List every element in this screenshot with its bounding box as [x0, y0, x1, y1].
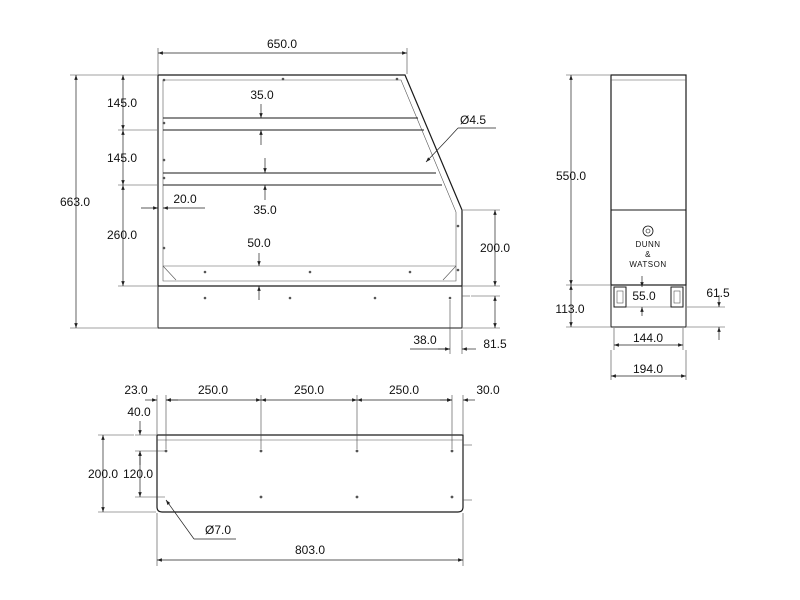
- dim-shelf1-145: 145.0: [107, 96, 137, 110]
- dim-front-200: 200.0: [480, 241, 510, 255]
- dim-foot-gap-55: 55.0: [632, 289, 656, 303]
- dim-length-803: 803.0: [295, 543, 325, 557]
- front-view: [157, 74, 470, 329]
- dim-height-663: 663.0: [60, 195, 90, 209]
- brand-logo: DUNN & WATSON: [629, 225, 666, 269]
- side-dimensions: 550.0 113.0 55.0 61.5 144.0 194.0: [555, 74, 730, 380]
- dim-inner-width-144: 144.0: [633, 331, 663, 345]
- dim-width-650: 650.0: [267, 37, 297, 51]
- dim-foot-81-5: 81.5: [483, 337, 507, 351]
- dim-side-height-550: 550.0: [556, 169, 586, 183]
- brand-logo-icon: [642, 225, 654, 237]
- top-holes: [164, 449, 454, 499]
- dim-hole-rows-120: 120.0: [123, 467, 153, 481]
- dim-foot-side-61-5: 61.5: [706, 286, 730, 300]
- dim-lower-260: 260.0: [107, 228, 137, 242]
- dim-shelf2-145: 145.0: [107, 151, 137, 165]
- dim-outer-width-194: 194.0: [633, 362, 663, 376]
- shelf-upper: [163, 117, 424, 131]
- side-base: [610, 284, 687, 328]
- dim-lip-50: 50.0: [247, 236, 271, 250]
- dim-top-margin-23: 23.0: [124, 383, 148, 397]
- brand-name-line1: DUNN: [635, 240, 660, 249]
- dim-spacing-250-a: 250.0: [198, 383, 228, 397]
- front-outer-frame: [157, 74, 463, 287]
- side-foot-left: [613, 286, 627, 308]
- top-dimensions: 23.0 250.0 250.0 250.0 30.0 40.0 120.0 2…: [88, 383, 500, 566]
- dim-wall-20: 20.0: [173, 192, 197, 206]
- front-dimensions: 650.0 663.0 145.0 145.0 260.0 35.0 35.0 …: [60, 37, 510, 354]
- dim-hole-4-5: Ø4.5: [460, 113, 486, 127]
- dim-side-base-113: 113.0: [555, 302, 584, 316]
- dim-depth-200: 200.0: [88, 467, 118, 481]
- dim-spacing-250-b: 250.0: [294, 383, 324, 397]
- dim-top-offset-40: 40.0: [127, 405, 151, 419]
- front-holes: [162, 77, 460, 300]
- brand-name-line2: &: [645, 250, 651, 259]
- dim-offset-38: 38.0: [413, 333, 437, 347]
- front-inner-frame: [162, 79, 457, 282]
- dim-shelf-thickness-35-upper: 35.0: [250, 88, 274, 102]
- shelf-lower: [163, 172, 442, 186]
- side-foot-right: [670, 286, 684, 308]
- side-view: DUNN & WATSON: [610, 74, 687, 328]
- dim-spacing-250-c: 250.0: [389, 383, 419, 397]
- dim-shelf-thickness-35-lower: 35.0: [253, 203, 277, 217]
- tray-corner-left: [162, 265, 177, 281]
- dim-top-margin-30: 30.0: [476, 383, 500, 397]
- top-view: [156, 434, 472, 513]
- brand-name-line3: WATSON: [629, 260, 666, 269]
- dim-hole-7: Ø7.0: [205, 523, 231, 537]
- tray-corner-right: [442, 265, 457, 281]
- base-plinth: [157, 285, 463, 329]
- top-outer-outline: [156, 434, 464, 513]
